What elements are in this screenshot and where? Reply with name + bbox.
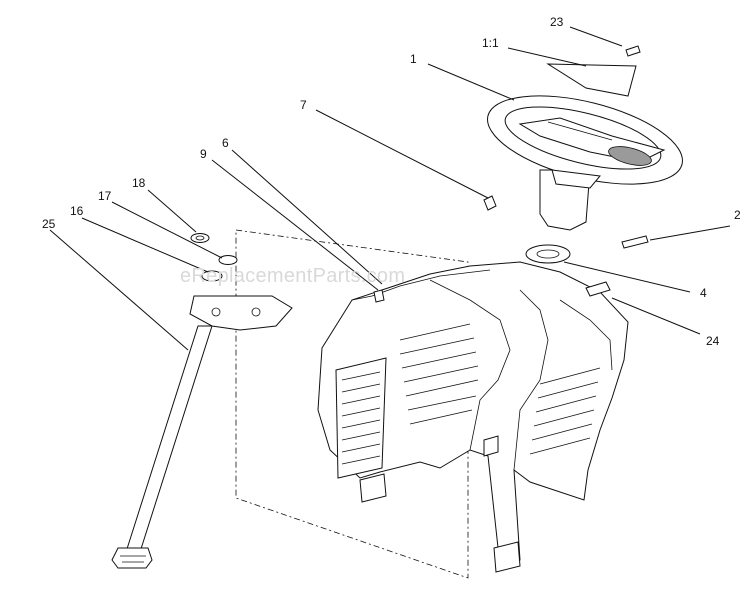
steering-tower-housing	[317, 261, 629, 573]
callout-1-1: 1:1	[482, 36, 499, 50]
callout-17: 17	[98, 189, 112, 203]
steering-shaft	[111, 325, 213, 569]
callout-24: 24	[706, 334, 720, 348]
callout-labels: 23 1:1 1 7 9 6 18 17 16 25 2 4 24	[42, 15, 741, 348]
callout-23: 23	[550, 15, 564, 29]
steering-wheel	[487, 95, 683, 189]
left-vent-grille	[335, 357, 387, 479]
center-cap	[546, 45, 641, 97]
callout-4: 4	[700, 286, 707, 300]
mounting-bracket	[189, 233, 293, 331]
callout-18: 18	[132, 176, 146, 190]
callout-6: 6	[222, 136, 229, 150]
watermark-text: eReplacementParts.com	[180, 265, 405, 287]
center-louvers	[399, 323, 479, 425]
callout-9: 9	[200, 147, 207, 161]
right-vent-louvers	[529, 367, 601, 455]
leader-lines	[49, 26, 731, 351]
callout-16: 16	[70, 204, 84, 218]
callout-1: 1	[410, 52, 417, 66]
callout-25: 25	[42, 217, 56, 231]
reference-outline	[235, 229, 469, 579]
callout-7: 7	[300, 98, 307, 112]
callout-2: 2	[734, 208, 741, 222]
fasteners	[373, 195, 497, 303]
